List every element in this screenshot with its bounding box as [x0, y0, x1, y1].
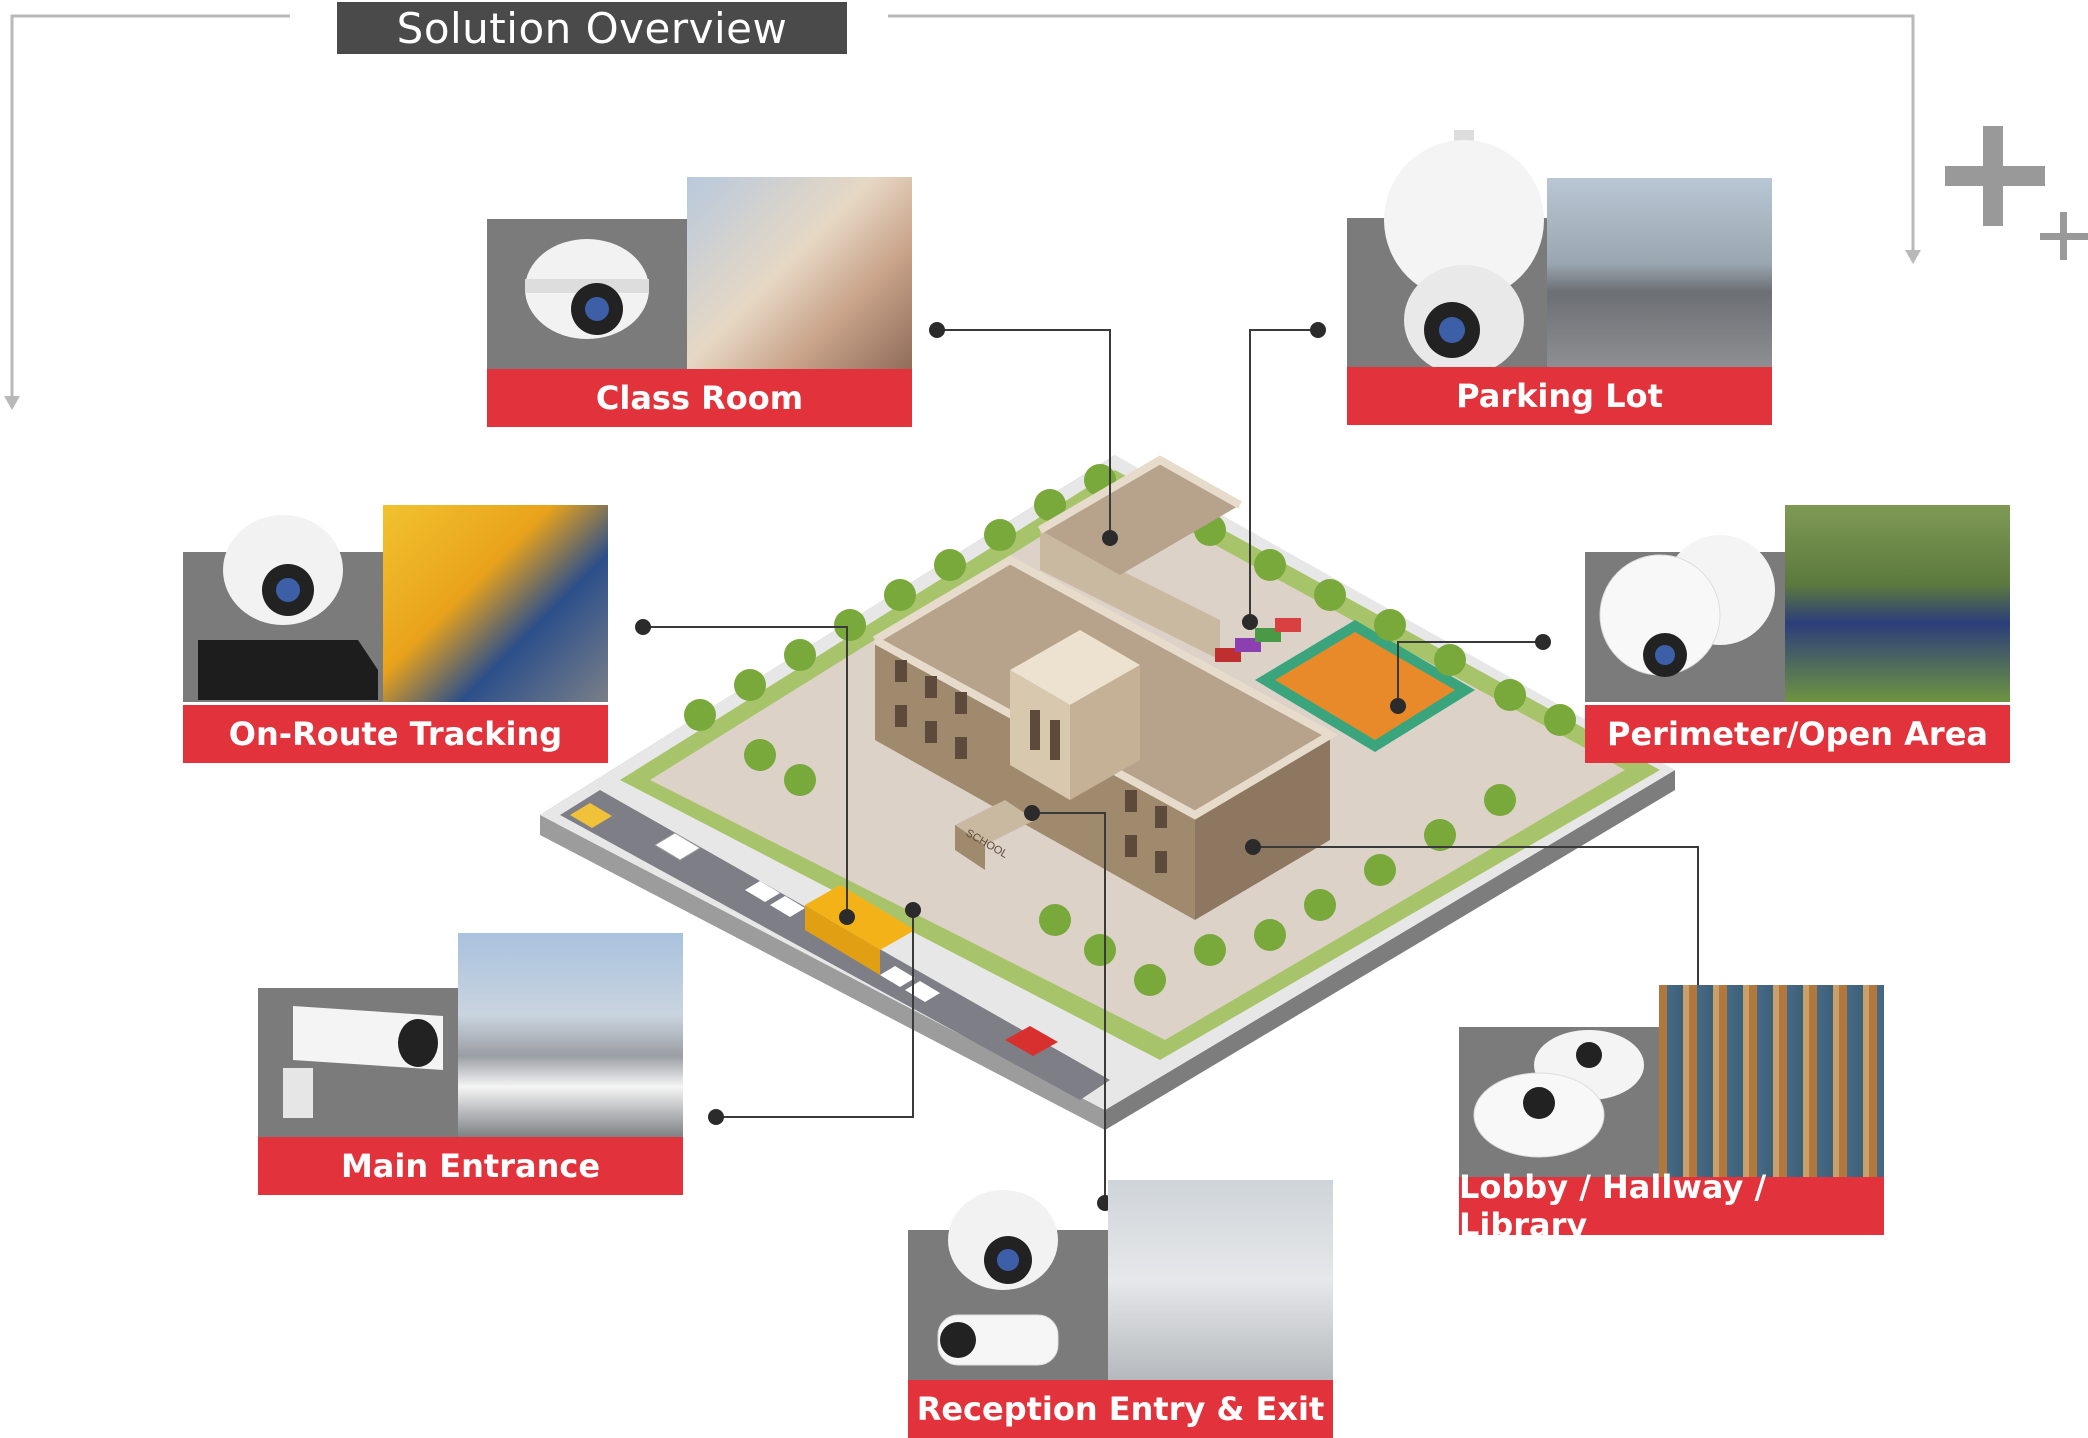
- card-reception-entry-exit: Reception Entry & Exit: [908, 1180, 1333, 1438]
- card-lobby-hallway-library: Lobby / Hallway / Library: [1459, 985, 1884, 1244]
- school-bus-photo: [383, 505, 608, 702]
- card-main-entrance: Main Entrance: [258, 933, 683, 1195]
- ptz-camera-icon: [1384, 130, 1544, 370]
- dome-camera-icon: [198, 515, 378, 700]
- plus-icon: [1945, 126, 2045, 226]
- card-label: Reception Entry & Exit: [908, 1380, 1333, 1438]
- card-label: Main Entrance: [258, 1137, 683, 1195]
- parking-lot-photo: [1547, 178, 1772, 368]
- card-label: On-Route Tracking: [183, 705, 608, 763]
- card-label: Parking Lot: [1347, 367, 1772, 425]
- library-photo: [1659, 985, 1884, 1177]
- plus-icon-small: [2040, 212, 2088, 260]
- card-parking-lot: Parking Lot: [1347, 130, 1772, 425]
- dome-camera-icon: [525, 239, 649, 339]
- card-label: Perimeter/Open Area: [1585, 705, 2010, 763]
- camera-panel: [487, 219, 687, 369]
- card-class-room: Class Room: [487, 177, 912, 427]
- classroom-photo: [687, 177, 912, 369]
- card-perimeter-open-area: Perimeter/Open Area: [1585, 505, 2010, 763]
- reception-lobby-photo: [1108, 1180, 1333, 1380]
- fisheye-camera-icon: [1473, 1030, 1644, 1158]
- ptz-camera-icon: [1599, 535, 1775, 677]
- dome-camera-icon: [937, 1190, 1059, 1366]
- bullet-camera-icon: [283, 1006, 443, 1118]
- page-title: Solution Overview: [337, 2, 847, 54]
- sports-field-photo: [1785, 505, 2010, 702]
- entrance-car-photo: [458, 933, 683, 1138]
- card-label: Lobby / Hallway / Library: [1459, 1168, 1884, 1244]
- card-on-route-tracking: On-Route Tracking: [183, 505, 608, 763]
- card-label: Class Room: [487, 369, 912, 427]
